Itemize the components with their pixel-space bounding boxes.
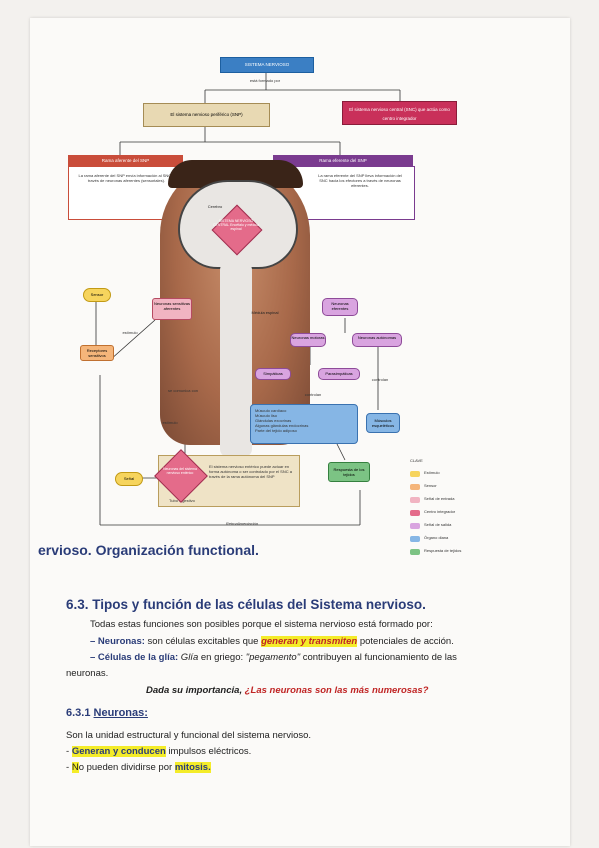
glia-word: Glía xyxy=(178,652,199,663)
question-text: ¿Las neuronas son las más numerosas? xyxy=(244,685,429,696)
legend-item: Respuesta de tejidos xyxy=(410,548,480,557)
target-item: Algunas glándulas endocrinas xyxy=(255,423,309,428)
bullet-generate: - Generan y conducen impulsos eléctricos… xyxy=(66,746,251,757)
intro-paragraph: Todas estas funciones son posibles porqu… xyxy=(90,619,433,630)
neurons-label: – Neuronas: xyxy=(90,636,145,647)
glia-quote: "pegamento" xyxy=(245,652,301,663)
efferent-neurons-box: Neuronas eferentes xyxy=(322,298,358,316)
neurons-text-a: son células excitables que xyxy=(144,636,262,647)
efferent-branch-title: Rama eferente del SNP xyxy=(273,155,413,166)
legend-swatch xyxy=(410,510,420,516)
cns-diamond-label: SISTEMA NERVIOSO CENTRAL Encéfalo y médu… xyxy=(213,219,259,231)
afferent-neurons-box: Neuronas sensitivas aferentes xyxy=(152,298,192,320)
target-organs-box: Músculo cardíaco Músculo liso Glándulas … xyxy=(250,404,358,444)
bullet-mitosis-n: N xyxy=(71,762,79,773)
question-line: Dada su importancia, ¿Las neuronas son l… xyxy=(146,685,428,696)
ens-diamond-label: Neuronas del sistema nervioso entérico xyxy=(163,467,197,475)
glia-line: – Células de la glía: Glía en griego: "p… xyxy=(90,652,457,663)
target-item: Músculo cardíaco xyxy=(255,408,287,413)
target-item: Parte del tejido adiposo xyxy=(255,428,297,433)
parasympathetic-box: Parasimpáticas xyxy=(318,368,360,380)
bullet-mitosis-highlight: mitosis. xyxy=(174,762,211,773)
bullet-mitosis: - No pueden dividirse por mitosis. xyxy=(66,762,211,773)
legend-label: Centro integrador xyxy=(424,509,456,514)
spinal-cord-illustration xyxy=(220,262,252,457)
legend-label: Señal de salida xyxy=(424,522,452,527)
subsection-title: 6.3.1 Neuronas: xyxy=(66,707,148,719)
legend-swatch xyxy=(410,523,420,529)
figure-caption: ervioso. Organización functional. xyxy=(38,542,259,558)
nervous-system-diagram: SISTEMA NERVIOSO está formado por El sis… xyxy=(68,57,480,557)
afferent-branch-title: Rama aferente del SNP xyxy=(68,155,183,166)
section-title: 6.3. Tipos y función de las células del … xyxy=(66,597,426,612)
legend-swatch xyxy=(410,549,420,555)
legend-label: Estímulo xyxy=(424,470,440,475)
legend-swatch xyxy=(410,471,420,477)
sympathetic-box: Simpáticas xyxy=(255,368,291,380)
subsection-number: 6.3.1 xyxy=(66,707,94,719)
legend-title: CLAVE xyxy=(410,458,423,463)
target-item: Glándulas exocrinas xyxy=(255,418,292,423)
legend-item: Sensor xyxy=(410,483,480,492)
legend-swatch xyxy=(410,484,420,490)
glia-text-b: en griego: xyxy=(198,652,246,663)
communicates-with-label: se comunica con xyxy=(168,388,199,393)
formed-by-label: está formado por xyxy=(249,78,281,83)
autonomic-neurons-box: Neuronas autónomas xyxy=(352,333,402,347)
legend-item: Centro integrador xyxy=(410,509,480,518)
bullet-dash: - xyxy=(66,746,72,757)
legend-swatch xyxy=(410,497,420,503)
legend-label: Órgano diana xyxy=(424,535,449,540)
sensory-receptors-box: Receptores sensitivos xyxy=(80,345,114,361)
stimulus-label: estímulo xyxy=(122,330,138,335)
bullet-generate-text: impulsos eléctricos. xyxy=(165,746,252,757)
legend-label: Respuesta de tejidos xyxy=(424,548,462,553)
neurons-highlight: generan y transmiten xyxy=(261,636,358,647)
stimulus-label-2: estímulo xyxy=(162,420,178,425)
neurons-line: – Neuronas: son células excitables que g… xyxy=(90,636,454,647)
cns-box: El sistema nervioso central (SNC) que ac… xyxy=(342,101,457,125)
legend-item: Señal de entrada xyxy=(410,496,480,505)
legend-label: Sensor xyxy=(424,483,437,488)
neuron-definition: Son la unidad estructural y funcional de… xyxy=(66,730,312,741)
enteric-system-text: El sistema nervioso entérico puede actua… xyxy=(209,464,292,479)
controls-label-2: controlan xyxy=(304,392,322,397)
signal-stimulus-node: Señal xyxy=(115,472,143,486)
feedback-label: Retroalimentación xyxy=(225,521,259,526)
question-intro: Dada su importancia, xyxy=(146,685,245,696)
bullet-generate-highlight: Generan y conducen xyxy=(71,746,166,757)
sensor-stimulus-node: Sensor xyxy=(83,288,111,302)
motor-neurons-box: Neuronas motoras xyxy=(290,333,326,347)
controls-label-1: controlan xyxy=(371,377,389,382)
bullet-dash: - xyxy=(66,762,72,773)
legend-item: Señal de salida xyxy=(410,522,480,531)
nervous-system-box: SISTEMA NERVIOSO xyxy=(220,57,314,73)
glia-line-continued: neuronas. xyxy=(66,668,109,679)
digestive-tract-label: Tubo digestivo xyxy=(169,498,209,503)
legend-swatch xyxy=(410,536,420,542)
skeletal-muscles-box: Músculos esqueléticos xyxy=(366,413,400,433)
glia-label: – Células de la glía: xyxy=(90,652,179,663)
spinal-cord-label: Médula espinal xyxy=(251,310,279,315)
bullet-mitosis-text: o pueden dividirse por xyxy=(78,762,175,773)
glia-text-c: contribuyen al funcionamiento de las xyxy=(300,652,457,663)
target-item: Músculo liso xyxy=(255,413,278,418)
neurons-text-b: potenciales de acción. xyxy=(357,636,454,647)
tissue-response-box: Respuesta de los tejidos xyxy=(328,462,370,482)
subsection-name: Neuronas: xyxy=(93,707,148,719)
legend-item: Órgano diana xyxy=(410,535,480,544)
efferent-branch-text: La rama eferente del SNP lleva informaci… xyxy=(318,173,402,188)
afferent-branch-text: La rama aferente del SNP envía informaci… xyxy=(78,173,175,183)
pns-box: El sistema nervioso periférico (SNP) xyxy=(143,103,270,127)
legend-label: Señal de entrada xyxy=(424,496,455,501)
legend-item: Estímulo xyxy=(410,470,480,479)
brain-label: Cerebro xyxy=(207,204,223,209)
